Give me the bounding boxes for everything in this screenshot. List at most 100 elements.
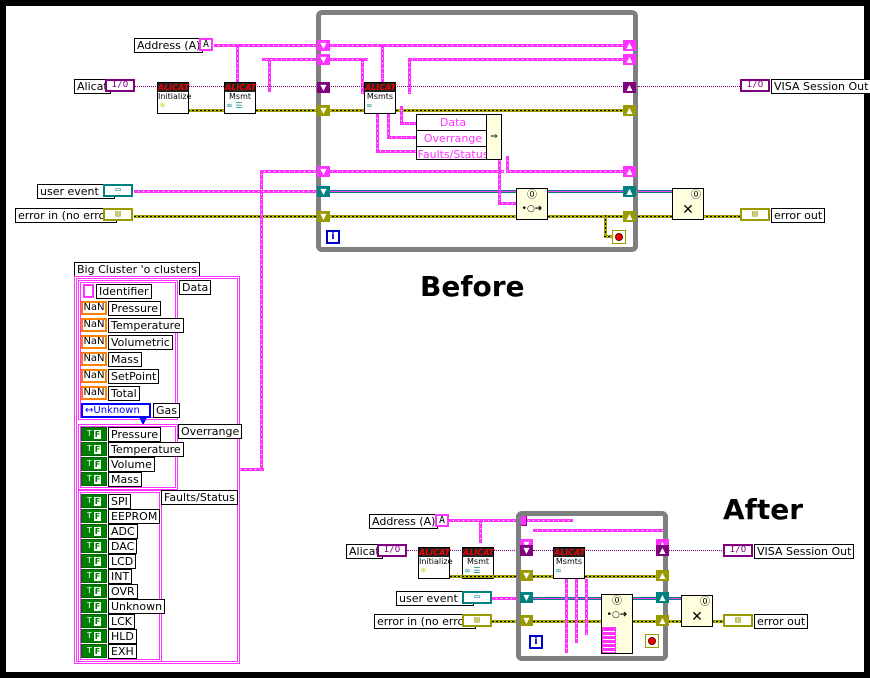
wire-error-init	[450, 575, 518, 578]
true-glyph: T	[86, 586, 92, 595]
destroy-user-event-node[interactable]: ⓪ ✕	[681, 595, 713, 627]
error-in-control[interactable]: ▤	[103, 208, 133, 221]
false-value: F	[93, 571, 102, 581]
address-label: Address (A)	[134, 38, 204, 53]
gas-enum[interactable]: ↔Unknown▼	[81, 403, 151, 427]
destroy-user-event-node[interactable]: ⓪ ✕	[672, 188, 704, 220]
stop-button[interactable]	[612, 230, 626, 244]
visa-shift-register-left[interactable]: ▼	[317, 82, 330, 93]
address-control[interactable]: A	[435, 514, 449, 527]
user-event-shift-register-right[interactable]: ▲	[623, 186, 636, 197]
address-control[interactable]: A	[199, 38, 213, 51]
while-loop[interactable]	[516, 511, 668, 661]
visa-shift-register-right[interactable]: ▲	[656, 545, 669, 556]
unbundle-arrow-icon: ⇒	[486, 115, 501, 159]
wire-user-event	[492, 597, 518, 600]
error-shift-register-right[interactable]: ▲	[656, 615, 669, 626]
visa-shift-register-left[interactable]: ▼	[520, 545, 533, 556]
numeric-label: Mass	[108, 352, 142, 367]
wire-sr2-v	[498, 156, 501, 172]
alicat-brand: ALICAT	[463, 548, 495, 557]
wire-user-event	[134, 190, 318, 193]
alicat-msmt-subvi[interactable]: ALICAT Msmt ∞ ☰	[224, 82, 256, 114]
data-cluster-label: Data	[179, 280, 212, 295]
wire-stop-v	[604, 215, 607, 237]
error-shift-register-left-top[interactable]: ▼	[317, 105, 330, 116]
generate-user-event-node[interactable]: ⓪ •○➜	[516, 188, 548, 220]
user-event-control[interactable]: ▭	[103, 184, 133, 197]
visa-shift-register-right[interactable]: ▲	[623, 82, 636, 93]
numeric-constant[interactable]: NaN	[81, 301, 107, 315]
alicat-visa-control[interactable]: I/O	[105, 79, 135, 92]
error-shift-register-left-top[interactable]: ▼	[520, 570, 533, 581]
gas-value: Unknown	[93, 405, 140, 416]
generate-user-event-node[interactable]: ⓪ •○➜	[601, 594, 633, 654]
shift-register-left-2[interactable]: ▼	[317, 166, 330, 177]
numeric-constant[interactable]: NaN	[81, 386, 107, 400]
wire-stop-h	[604, 235, 612, 238]
boolean-label: HLD	[108, 629, 137, 644]
error-shift-register-left[interactable]: ▼	[520, 615, 533, 626]
user-event-shift-register-left[interactable]: ▼	[520, 592, 533, 603]
numeric-constant[interactable]: NaN	[81, 318, 107, 332]
error-shift-register-left[interactable]: ▼	[317, 211, 330, 222]
numeric-constant[interactable]: NaN	[81, 335, 107, 349]
true-glyph: T	[86, 459, 92, 468]
error-cluster-icon: ▤	[735, 615, 741, 625]
stop-button[interactable]	[645, 634, 659, 648]
false-value: F	[93, 616, 102, 626]
alicat-msmt-subvi[interactable]: ALICAT Msmt ∞ ☰	[462, 547, 494, 579]
shift-register-right-2[interactable]: ▲	[623, 166, 636, 177]
boolean-label: DAC	[108, 539, 138, 554]
wire-visa-out	[638, 86, 740, 88]
shift-register-right-1[interactable]: ▲	[623, 54, 636, 65]
alicat-initialize-subvi[interactable]: ALICAT Initialize ✳	[418, 547, 452, 579]
alicat-msmts-subvi[interactable]: ALICAT Msmts ∞	[364, 82, 396, 114]
wire-loop-sr1-out	[408, 58, 628, 61]
error-shift-register-right-top[interactable]: ▲	[656, 570, 669, 581]
alicat-visa-control[interactable]: I/O	[377, 544, 407, 557]
numeric-constant[interactable]: NaN	[81, 352, 107, 366]
alicat-initialize-subvi[interactable]: ALICAT Initialize ✳	[157, 82, 191, 114]
wire-loop-sr2	[328, 170, 504, 173]
wire-visa-out	[668, 550, 724, 552]
false-value: F	[93, 459, 102, 469]
wire-loop-address	[328, 44, 628, 47]
true-glyph: T	[86, 601, 92, 610]
wire-error-in	[134, 215, 318, 218]
user-event-shift-register-right[interactable]: ▲	[656, 592, 669, 603]
error-in-control[interactable]: ▤	[462, 614, 492, 627]
shift-register-left-1[interactable]: ▼	[317, 54, 330, 65]
alicat-msmts-subvi[interactable]: ALICAT Msmts ∞	[553, 547, 585, 579]
sparkle-icon: ✳	[159, 101, 166, 110]
identifier-string[interactable]	[83, 284, 94, 298]
unbundle-by-name[interactable]: Data Overrange Faults/Status ⇒	[416, 114, 502, 161]
event-icon: ⓪	[527, 190, 537, 201]
alicat-brand: ALICAT	[554, 548, 586, 557]
user-event-control[interactable]: ▭	[462, 591, 492, 604]
error-shift-register-right-top[interactable]: ▲	[623, 105, 636, 116]
numeric-constant[interactable]: NaN	[81, 369, 107, 383]
error-shift-register-right[interactable]: ▲	[623, 211, 636, 222]
while-loop[interactable]	[316, 10, 638, 252]
user-event-shift-register-left[interactable]: ▼	[317, 186, 330, 197]
error-out-label: error out	[771, 208, 826, 223]
wire-msmt-out-v	[268, 58, 271, 92]
x-icon: ✕	[691, 609, 703, 625]
false-value: F	[93, 646, 102, 656]
